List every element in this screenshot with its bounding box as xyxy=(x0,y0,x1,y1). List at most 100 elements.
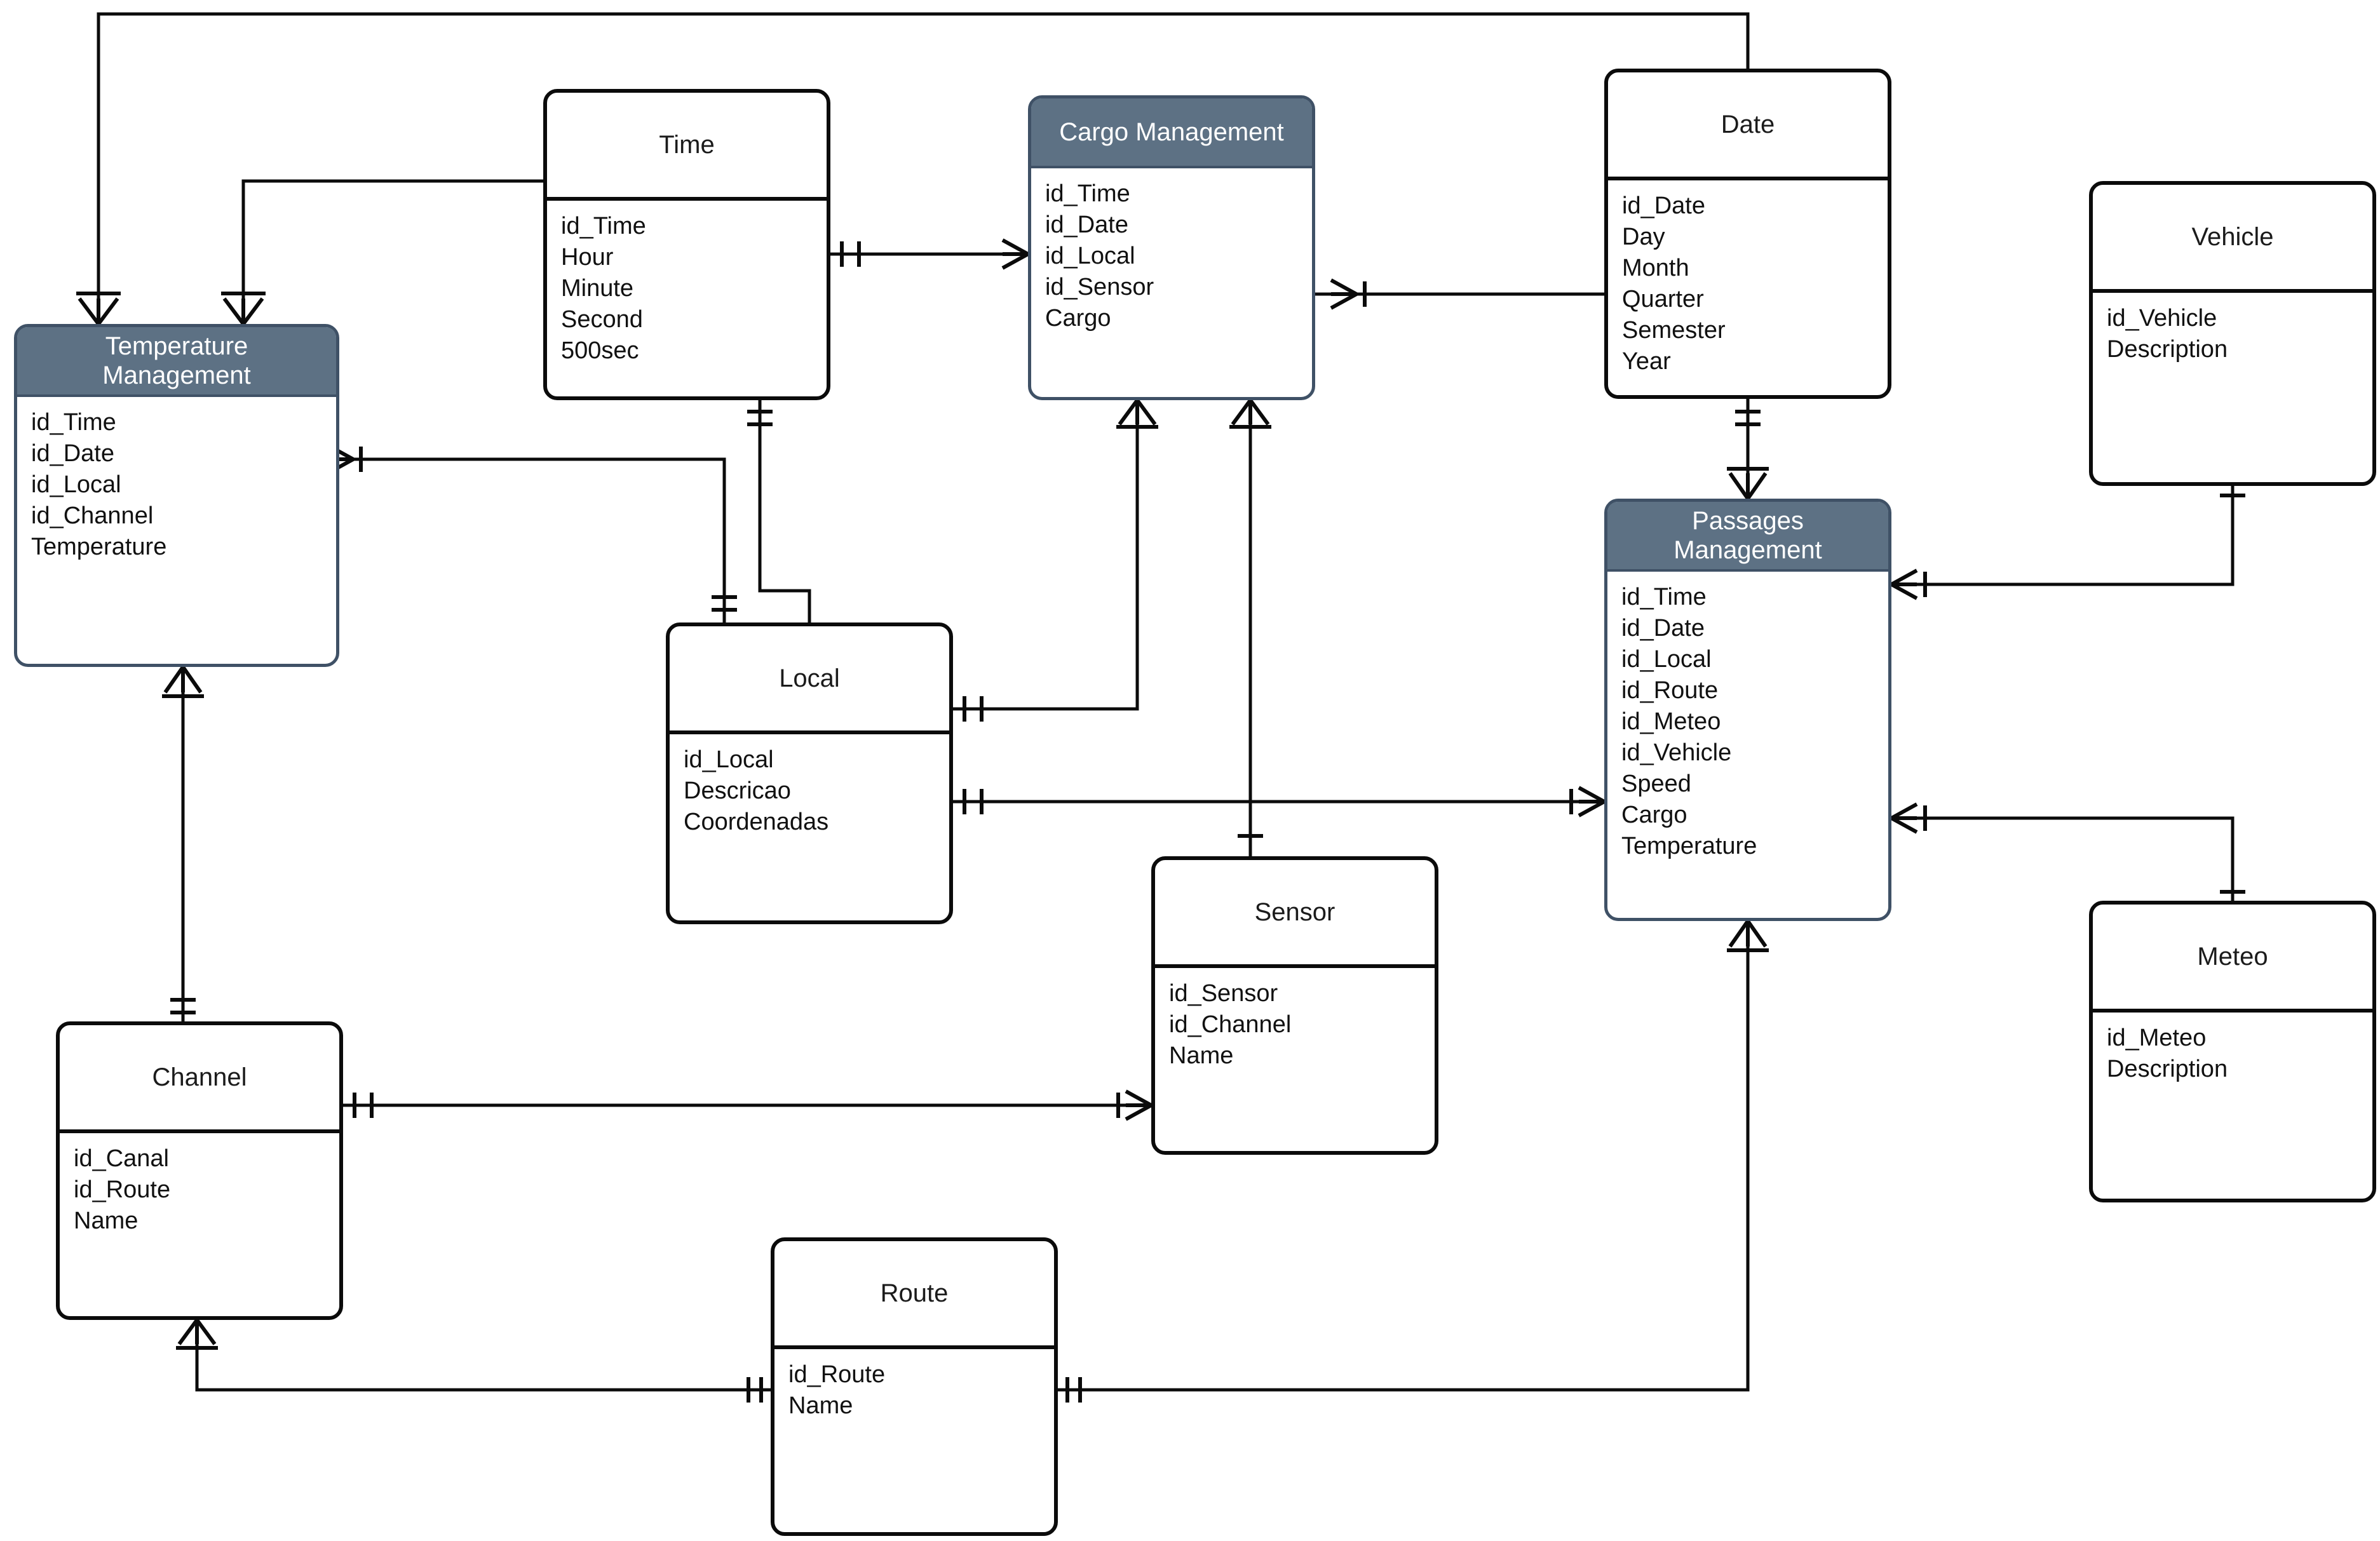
bars-one-channel-sensor xyxy=(353,1093,374,1118)
attribute-row: id_Meteo xyxy=(1621,708,1721,735)
attribute-row: Description xyxy=(2107,1056,2228,1082)
attribute-row: Coordenadas xyxy=(684,809,829,835)
entity-title-cargo_management: Cargo Management xyxy=(1031,98,1312,168)
crowfoot-many-cargo-left xyxy=(1001,238,1029,270)
attribute-row: id_Route xyxy=(1621,677,1719,704)
entity-passages_management[interactable]: Passages Management id_Time id_Date id_Loca… xyxy=(1604,499,1891,921)
attribute-row: id_Route xyxy=(74,1176,171,1203)
entity-title-local: Local xyxy=(670,626,949,734)
attribute-row: id_Time xyxy=(31,409,116,436)
connector-channel-route xyxy=(195,1320,771,1392)
bars-one-time-cargo xyxy=(840,241,861,267)
attribute-row: Second xyxy=(561,306,643,333)
attribute-row: Name xyxy=(74,1208,139,1234)
attribute-row: id_Route xyxy=(788,1361,886,1388)
attribute-row: Day xyxy=(1622,224,1665,250)
attribute-row: Cargo xyxy=(1045,305,1111,332)
attribute-row: Temperature xyxy=(31,534,167,560)
attribute-row: id_Sensor xyxy=(1169,980,1278,1007)
connector-date-temperature xyxy=(97,12,1750,324)
attribute-row: Cargo xyxy=(1621,802,1687,828)
entity-title-temperature_management: Temperature Management xyxy=(17,327,336,397)
attribute-row: id_Sensor xyxy=(1045,274,1154,300)
bars-one-local-cargo xyxy=(963,696,984,722)
attribute-row: Month xyxy=(1622,255,1689,281)
crowfoot-many-cargo-bottom-left xyxy=(1116,399,1158,429)
attribute-row: id_Time xyxy=(561,213,646,239)
bars-one-route-passages xyxy=(1065,1377,1082,1403)
crowfoot-many-cargo-date xyxy=(1330,278,1367,310)
attribute-row: id_Date xyxy=(31,440,114,467)
bars-one-date-bottom xyxy=(1735,410,1761,426)
attribute-row: id_Date xyxy=(1045,212,1128,238)
bars-one-route-channel xyxy=(747,1377,763,1403)
crowfoot-many-passages-vehicle xyxy=(1890,569,1927,600)
entity-title-route: Route xyxy=(774,1241,1054,1349)
crowfoot-many-passages-left-local xyxy=(1569,786,1606,818)
attribute-row: Speed xyxy=(1621,770,1691,797)
attribute-row: id_Local xyxy=(1621,646,1712,673)
entity-title-time: Time xyxy=(547,93,827,201)
attribute-row: Temperature xyxy=(1621,833,1757,859)
connector-time-temperature xyxy=(241,179,543,324)
entity-title-passages_management: Passages Management xyxy=(1607,502,1888,572)
attribute-row: Year xyxy=(1622,348,1671,375)
attribute-row: id_Canal xyxy=(74,1145,169,1172)
connector-passages-vehicle xyxy=(1891,486,2235,586)
attribute-row: id_Date xyxy=(1622,192,1705,219)
attribute-row: id_Channel xyxy=(1169,1011,1292,1038)
attribute-row: Hour xyxy=(561,244,614,271)
crowfoot-many-temperature-channel xyxy=(162,666,204,698)
entity-title-meteo: Meteo xyxy=(2093,905,2372,1013)
bars-one-local-top xyxy=(712,595,737,612)
attribute-row: Semester xyxy=(1622,317,1726,344)
crowfoot-many-time-temperature xyxy=(221,292,266,325)
attribute-row: id_Time xyxy=(1045,180,1130,207)
crowfoot-many-passages-bottom xyxy=(1727,920,1769,952)
connector-passages-meteo xyxy=(1891,816,2235,901)
attribute-row: id_Date xyxy=(1621,615,1705,642)
entity-title-sensor: Sensor xyxy=(1155,860,1435,968)
attribute-row: id_Local xyxy=(684,746,774,773)
crowfoot-many-cargo-bottom-right xyxy=(1229,399,1271,429)
attribute-row: Description xyxy=(2107,336,2228,363)
crowfoot-many-sensor-left xyxy=(1116,1089,1153,1121)
entity-title-channel: Channel xyxy=(60,1025,339,1133)
entity-temperature_management[interactable]: Temperature Management id_Time id_Date id_L… xyxy=(14,324,339,667)
attribute-row: id_Vehicle xyxy=(1621,739,1732,766)
entity-title-date: Date xyxy=(1608,72,1888,180)
attribute-row: id_Meteo xyxy=(2107,1025,2207,1051)
bars-one-time-local xyxy=(747,410,773,426)
attribute-row: id_Time xyxy=(1621,584,1707,610)
crowfoot-many-passages-top xyxy=(1727,467,1769,500)
attribute-row: Name xyxy=(1169,1042,1234,1069)
attribute-row: id_Channel xyxy=(31,502,154,529)
bars-one-local-passages xyxy=(963,789,984,814)
connector-time-local xyxy=(758,400,811,622)
attribute-row: id_Vehicle xyxy=(2107,305,2217,332)
crowfoot-many-date-temperature xyxy=(76,292,121,325)
attribute-row: Descricao xyxy=(684,777,791,804)
attribute-row: id_Local xyxy=(31,471,121,498)
